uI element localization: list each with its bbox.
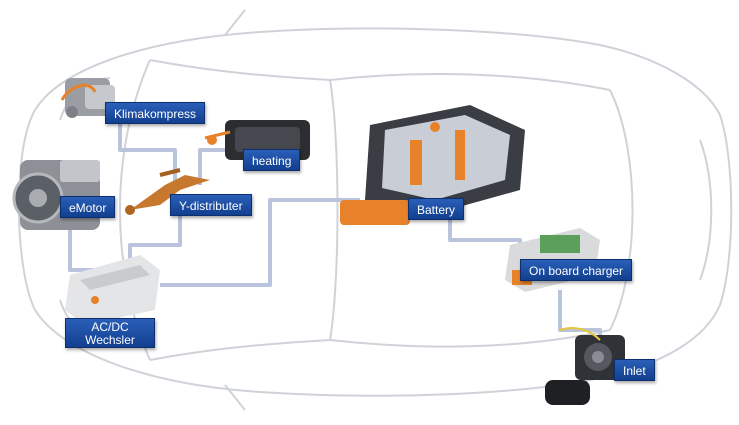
inlet-part	[545, 327, 625, 405]
label-acdc-wechsler: AC/DC Wechsler	[65, 318, 155, 348]
y-distributer-part	[125, 168, 210, 215]
label-emotor: eMotor	[60, 196, 116, 218]
label-heating: heating	[243, 149, 301, 171]
battery-part	[340, 105, 525, 225]
car-outline	[17, 9, 733, 411]
emotor-part	[12, 160, 100, 230]
label-battery: Battery	[408, 198, 465, 220]
label-klimakompress: Klimakompress	[105, 102, 206, 124]
label-on-board-charger: On board charger	[520, 259, 633, 281]
label-inlet: Inlet	[614, 359, 655, 381]
label-acdc-line1: AC/DC	[91, 320, 129, 334]
label-y-distributer: Y-distributer	[170, 194, 252, 216]
acdc-wechsler-part	[65, 255, 160, 325]
label-acdc-line2: Wechsler	[85, 333, 135, 347]
